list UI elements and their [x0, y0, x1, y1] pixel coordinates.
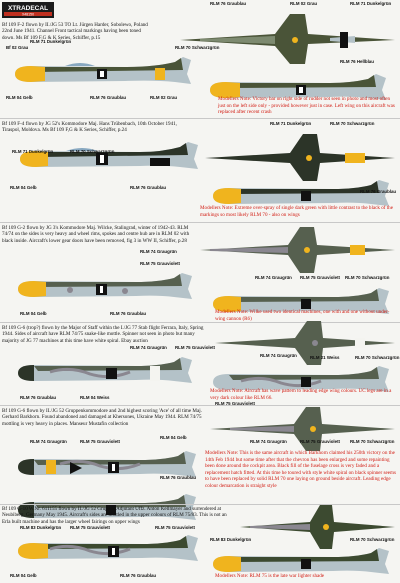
- colour-label: RLM 04 Gelb: [10, 573, 37, 578]
- colour-label: RLM 70 Schwarzgrün: [345, 275, 390, 280]
- modellers-note-3: Modellers Note: Wilke used two identical…: [215, 309, 390, 322]
- modellers-note-6: Modellers Note: RLM 75 is the late war l…: [215, 573, 325, 579]
- colour-label: RLM 75 Grauviolett: [70, 525, 111, 530]
- colour-label: RLM 76 Graublau: [160, 475, 197, 480]
- colour-label: RLM 70 Schwarzgrün: [330, 121, 375, 126]
- colour-label: RLM 75 Grauviolett: [215, 401, 256, 406]
- colour-label: RLM 21 Weiss: [310, 355, 340, 360]
- colour-label: RLM 02 Grau: [290, 1, 318, 6]
- colour-label: RLM 04 Gelb: [20, 311, 47, 316]
- topview-plane-3: [200, 227, 395, 273]
- colour-label: RLM 74 Graugrün: [30, 439, 67, 444]
- modellers-note-1: Modellers Note: Victory bar on right sid…: [218, 96, 395, 116]
- modellers-note-4: Modellers Note: Aircraft has wave patter…: [210, 388, 392, 401]
- colour-label: RLM 74 Graugrün: [255, 275, 292, 280]
- colour-label: RLM 76 Graublau: [90, 95, 127, 100]
- side-profile-left-3: [18, 273, 192, 299]
- colour-label: RLM 70 Schwarzgrün: [350, 439, 395, 444]
- colour-label: RLM 76 Graublau: [210, 1, 247, 6]
- colour-label: RLM 02 Grau: [150, 95, 178, 100]
- side-profile-right-2: [213, 180, 389, 206]
- colour-label: RLM 74 Graugrün: [140, 249, 177, 254]
- side-profile-left-1: [15, 57, 191, 84]
- topview-plane-6: [240, 505, 395, 549]
- side-profile-left-6: [18, 535, 198, 561]
- side-profile-left-5: [18, 451, 196, 477]
- colour-label: RLM 83 Dunkelgrün: [210, 537, 252, 542]
- colour-label: RLM 75 Grauviolett: [80, 439, 121, 444]
- modellers-note-2: Modellers Note: Extreme over-spray of si…: [200, 205, 393, 218]
- colour-label: RLM 76 Graublau: [130, 185, 167, 190]
- section-divider: [0, 118, 400, 119]
- colour-label: RLM 75 Grauviolett: [300, 439, 341, 444]
- logo-brand: XTRADECAL: [8, 5, 48, 12]
- colour-label: RLM 75 Grauviolett: [140, 261, 181, 266]
- side-profile-right-3: [213, 288, 389, 314]
- topview-plane-1: [180, 14, 395, 64]
- colour-label: RLM 76 Graublau: [360, 189, 397, 194]
- colour-label: RLM 04 Gelb: [10, 185, 37, 190]
- section-divider: [0, 405, 400, 406]
- colour-label: RLM 76 Graublau: [20, 395, 57, 400]
- colour-label: RLM 76 Hellblau: [340, 59, 374, 64]
- side-profile-left-2: [20, 142, 198, 169]
- colour-label: RLM 70 Schwarzgrün: [175, 45, 220, 50]
- section-divider: [0, 504, 400, 505]
- colour-label: RLM 70 Schwarzgrün: [350, 537, 395, 542]
- profile-caption-6: Bf 109 G-10 W.Nr. 611155 flown by II./JG…: [2, 506, 227, 525]
- colour-label: RLM 76 Graublau: [120, 573, 157, 578]
- colour-label: RLM 71 Dunkelgrün: [30, 39, 72, 44]
- profile-caption-1: Bf 109 F-2 flown by II./JG 53 TO Lt. Jür…: [2, 22, 148, 41]
- topview-plane-4: [215, 321, 395, 365]
- topview-plane-2: [205, 134, 395, 181]
- colour-label: Bf 02 Grau: [6, 45, 29, 50]
- side-profile-right-4: [213, 366, 389, 392]
- colour-label: RLM 04 Gelb: [160, 435, 187, 440]
- profile-caption-2: Bf 109 F-4 flown by JG 52's Kommodore Ma…: [2, 121, 177, 134]
- topview-plane-5: [210, 407, 395, 451]
- side-profile-right-1: [210, 74, 386, 100]
- colour-label: RLM 71 Dunkelgrün: [350, 1, 392, 6]
- profile-caption-4: Bf 109 G-6 (trop?) flown by the Major of…: [2, 325, 204, 344]
- logo-code: X48150: [22, 13, 34, 17]
- modellers-note-5: Modellers Note: This is the same aircraf…: [205, 450, 396, 489]
- side-profile-left-4: [18, 357, 192, 383]
- colour-label: RLM 75 Grauviolett: [300, 275, 341, 280]
- colour-label: RLM 70 Schwarzgrün: [70, 149, 115, 154]
- colour-label: RLM 75 Grauviolett: [155, 525, 196, 530]
- colour-label: RLM 04 Weiss: [80, 395, 110, 400]
- profile-caption-5: Bf 109 G-6 flown by II./JG 52 Gruppenkom…: [2, 408, 202, 427]
- xtradecal-logo: XTRADECAL X48150: [2, 2, 54, 18]
- colour-label: RLM 76 Graublau: [110, 311, 147, 316]
- colour-label: RLM 74 Graugrün: [260, 353, 297, 358]
- colour-label: RLM 74 Graugrün: [250, 439, 287, 444]
- colour-label: RLM 74 Graugrün: [130, 345, 167, 350]
- section-divider: [0, 322, 400, 323]
- profile-caption-3: Bf 109 G-2 flown by JG 3's Kommodore Maj…: [2, 225, 190, 244]
- colour-label: RLM 83 Dunkelgrün: [20, 525, 62, 530]
- colour-label: RLM 70 Schwarzgrün: [355, 355, 400, 360]
- section-divider: [0, 222, 400, 223]
- colour-label: RLM 75 Grauviolett: [175, 345, 216, 350]
- colour-label: RLM 04 Gelb: [6, 95, 33, 100]
- colour-label: RLM 71 Dunkelgrün: [270, 121, 312, 126]
- colour-label: RLM 71 Dunkelgrün: [12, 149, 54, 154]
- side-profile-right-6: [213, 548, 389, 574]
